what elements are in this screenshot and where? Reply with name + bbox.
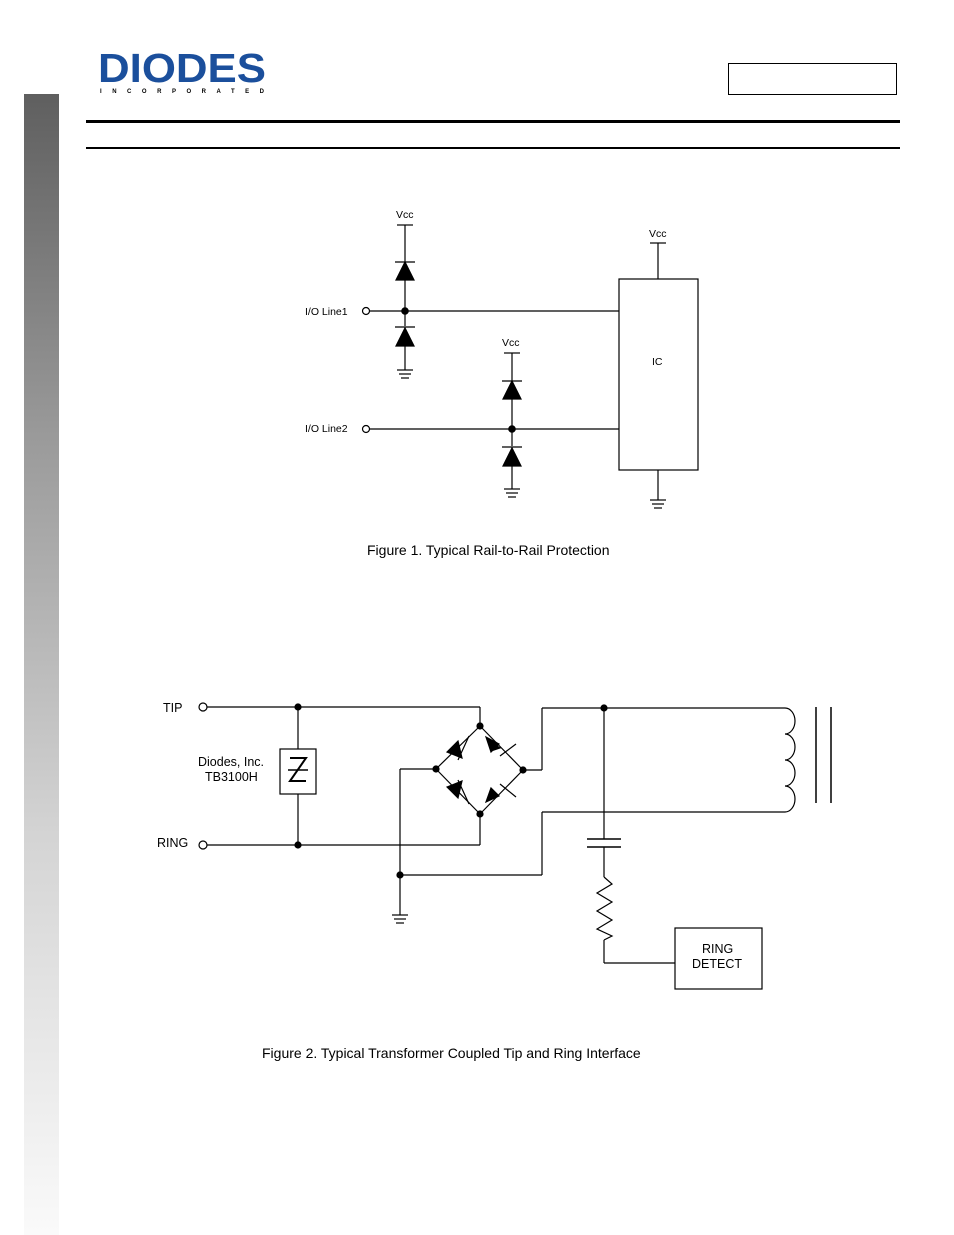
fig2-tip-label: TIP <box>163 701 182 715</box>
fig2-device-name: Diodes, Inc. <box>198 755 264 769</box>
figure2-caption: Figure 2. Typical Transformer Coupled Ti… <box>262 1045 641 1061</box>
figure2-schematic: TIP RING Diodes, Inc. TB3100H RING DETEC… <box>0 0 954 1040</box>
fig2-ring-detect-2: DETECT <box>692 957 742 971</box>
fig2-ring-label: RING <box>157 836 188 850</box>
fig2-device-part: TB3100H <box>205 770 258 784</box>
fig2-ring-detect-1: RING <box>702 942 733 956</box>
